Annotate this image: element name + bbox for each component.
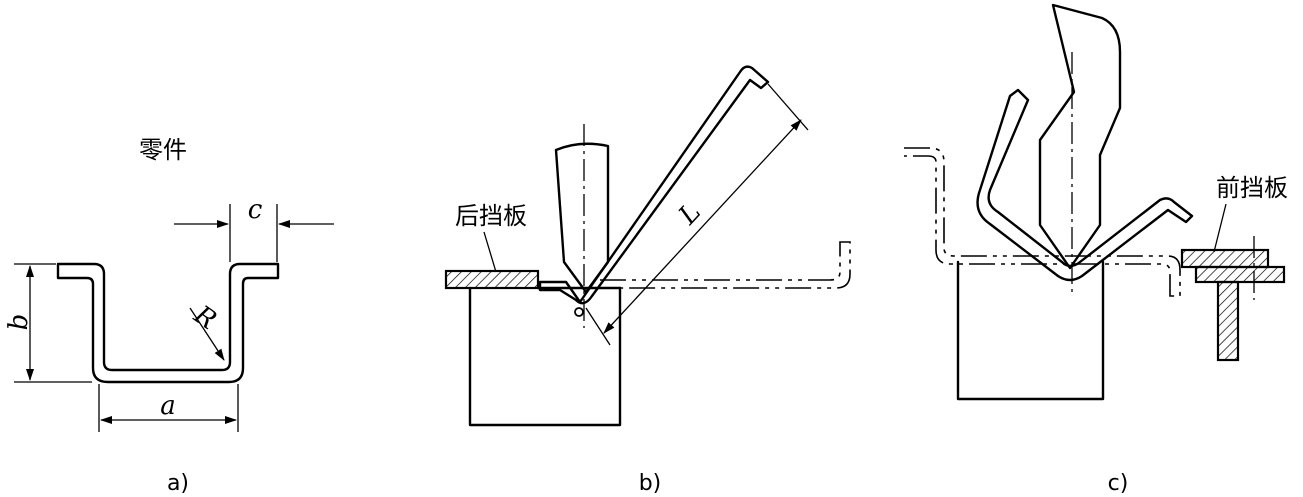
figure-b-setup: L 后挡板 b)	[444, 65, 851, 496]
punch	[554, 142, 610, 294]
back-gauge-leader	[483, 231, 497, 273]
gooseneck-punch	[1038, 3, 1122, 270]
figure-c-setup: 前挡板 c)	[904, 3, 1288, 496]
flat-sheet-phantom	[600, 241, 851, 289]
front-gauge-leader	[1213, 203, 1227, 253]
part-title: 零件	[139, 136, 187, 164]
dim-L-label: L	[672, 197, 706, 231]
dim-c-label: c	[248, 195, 263, 225]
die-block	[468, 286, 622, 427]
figure-a-part: a b c R 零件 a)	[4, 136, 334, 496]
front-gauge-bar	[1194, 265, 1286, 284]
back-gauge-label: 后挡板	[455, 202, 527, 230]
caption-a: a)	[167, 471, 189, 496]
dim-a-label: a	[160, 391, 176, 421]
front-gauge-label: 前挡板	[1216, 174, 1288, 202]
dim-R-leader	[189, 307, 225, 361]
front-gauge-post	[1216, 280, 1240, 362]
bend-center-mark	[574, 307, 584, 317]
back-gauge	[444, 269, 540, 290]
flat-sheet-phantom-c	[904, 147, 1181, 297]
dim-L-ext-top	[767, 83, 809, 131]
caption-b: b)	[639, 471, 662, 496]
dim-b-label: b	[4, 314, 34, 331]
die-block-c	[956, 260, 1105, 401]
caption-c: c)	[1108, 471, 1129, 496]
part-outline	[56, 262, 280, 384]
sheet-workpiece-c	[976, 88, 1194, 282]
dim-L-ext-bottom	[585, 307, 611, 346]
sheet-workpiece	[538, 65, 770, 305]
dim-R-label: R	[188, 300, 222, 336]
front-gauge-top	[1180, 248, 1270, 269]
dim-L-line	[603, 119, 802, 334]
